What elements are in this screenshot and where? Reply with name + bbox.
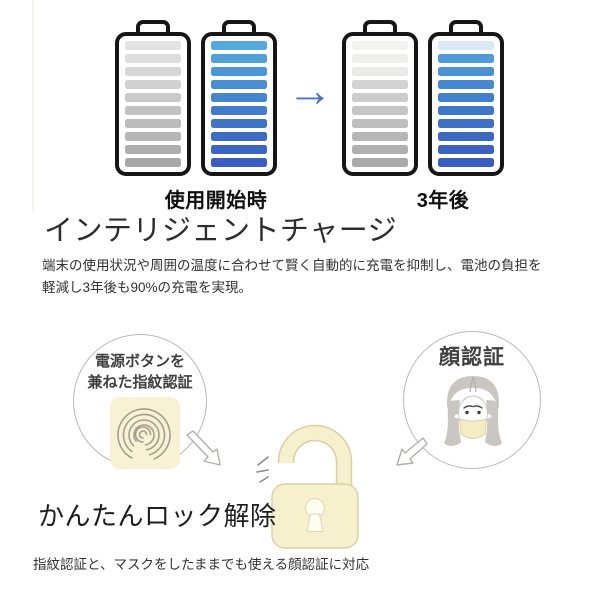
battery-comparison-3years: 3年後	[342, 20, 504, 213]
shackle	[279, 426, 351, 489]
intelligent-charge-title: インテリジェントチャージ	[44, 215, 398, 247]
battery-bar	[438, 80, 494, 89]
battery-bar	[211, 106, 267, 115]
battery-bar	[211, 158, 267, 167]
battery-terminal	[222, 20, 256, 35]
click-emphasis-lines	[256, 456, 269, 483]
battery-bar	[125, 80, 181, 89]
page-seam-line	[32, 0, 34, 212]
fingerprint-bubble-line2: 兼ねた指紋認証	[87, 374, 193, 391]
battery-bar	[211, 41, 267, 50]
fingerprint-icon	[117, 408, 171, 462]
battery-terminal	[136, 20, 170, 35]
battery-bar	[125, 158, 181, 167]
battery-row	[342, 20, 504, 176]
intelligent-charge-description: 端末の使用状況や周囲の温度に合わせて賢く自動的に充電を抑制し、電池の負担を軽減し…	[42, 258, 542, 295]
battery-intelligent-start	[201, 20, 277, 176]
battery-bar	[438, 132, 494, 141]
battery-intelligent-3years	[428, 20, 504, 176]
battery-case	[342, 32, 418, 176]
masked-face-icon	[444, 376, 502, 446]
battery-bar	[352, 158, 408, 167]
battery-bar	[125, 119, 181, 128]
battery-bar	[211, 93, 267, 102]
battery-bar	[352, 67, 408, 76]
battery-bar	[211, 67, 267, 76]
battery-bar	[438, 67, 494, 76]
battery-bar	[125, 54, 181, 63]
battery-bar	[352, 80, 408, 89]
battery-bar	[211, 80, 267, 89]
battery-bar	[352, 93, 408, 102]
battery-normal-start	[115, 20, 191, 176]
battery-terminal	[363, 20, 397, 35]
battery-bar	[438, 54, 494, 63]
face-bubble-label: 顔認証	[439, 346, 505, 369]
fingerprint-sensor-pad	[110, 397, 180, 469]
battery-bar	[438, 106, 494, 115]
right-arrow-icon: →	[287, 64, 333, 116]
battery-bar	[352, 54, 408, 63]
battery-normal-3years	[342, 20, 418, 176]
battery-bar	[211, 132, 267, 141]
battery-row	[115, 20, 277, 176]
battery-case	[201, 32, 277, 176]
battery-bar	[211, 54, 267, 63]
battery-bar	[211, 145, 267, 154]
keyhole-stem	[306, 513, 324, 532]
face-bubble: 顔認証	[403, 331, 541, 469]
battery-terminal	[449, 20, 483, 35]
battery-bar	[125, 67, 181, 76]
open-padlock-icon	[256, 424, 359, 549]
battery-bar	[438, 145, 494, 154]
battery-group-label-start: 使用開始時	[164, 190, 268, 212]
battery-bar	[352, 145, 408, 154]
battery-bar	[352, 106, 408, 115]
battery-bar	[125, 41, 181, 50]
battery-bar	[125, 145, 181, 154]
battery-bar	[352, 132, 408, 141]
battery-group-label-3years: 3年後	[416, 190, 470, 212]
battery-bar	[125, 132, 181, 141]
battery-bar	[125, 93, 181, 102]
battery-bar	[438, 119, 494, 128]
easy-unlock-heading: かんたんロック解除	[38, 501, 277, 531]
battery-case	[428, 32, 504, 176]
battery-bar	[438, 41, 494, 50]
battery-bar	[211, 119, 267, 128]
fingerprint-bubble: 電源ボタンを 兼ねた指紋認証	[73, 334, 207, 469]
battery-bar	[438, 93, 494, 102]
battery-bar	[125, 106, 181, 115]
battery-comparison-start: 使用開始時	[115, 20, 277, 213]
battery-bar	[438, 158, 494, 167]
battery-bar	[352, 119, 408, 128]
fingerprint-bubble-label: 電源ボタンを 兼ねた指紋認証	[74, 351, 206, 393]
fingerprint-bubble-line1: 電源ボタンを	[94, 353, 185, 370]
easy-unlock-caption: 指紋認証と、マスクをしたままでも使える顔認証に対応	[33, 557, 370, 572]
battery-case	[115, 32, 191, 176]
battery-bar	[352, 41, 408, 50]
